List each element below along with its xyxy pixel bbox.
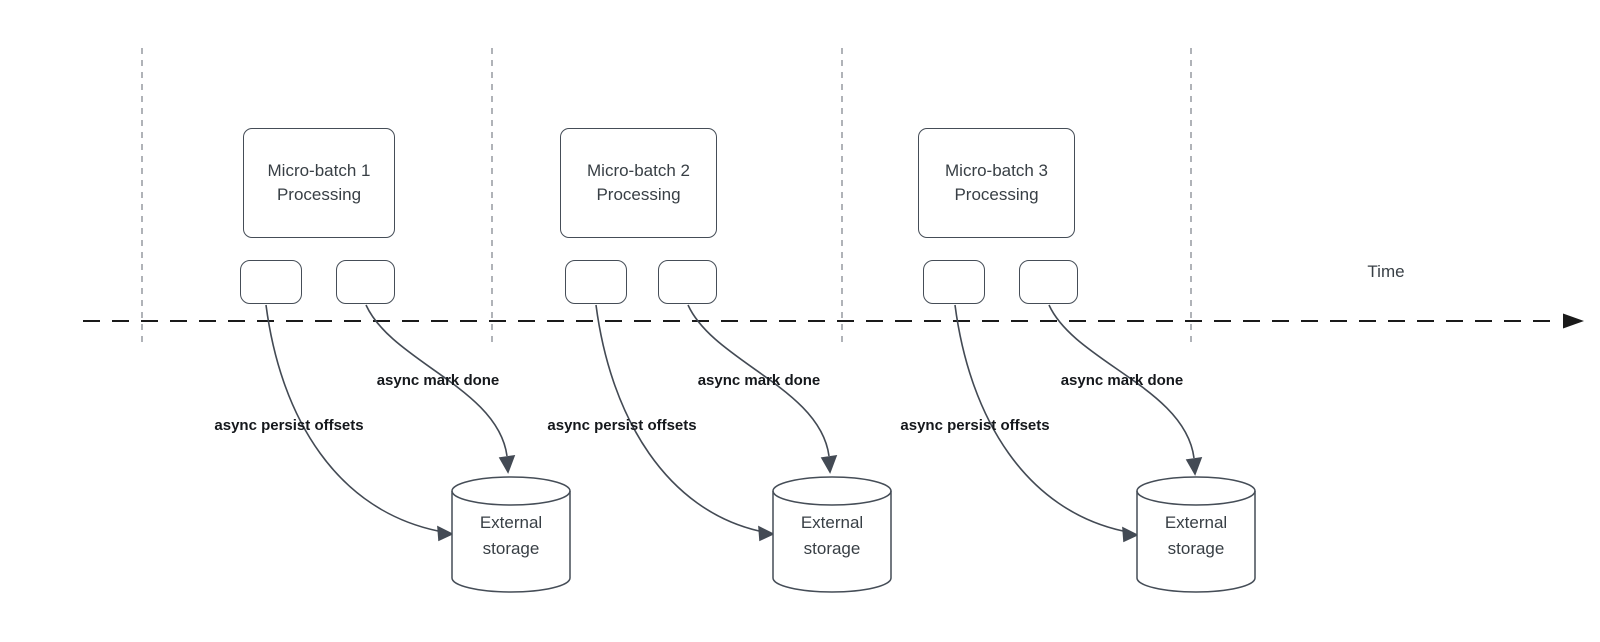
persist-offsets-arrow-3 [954, 304, 1124, 532]
persist-offsets-arrowhead-icon-2 [758, 525, 775, 542]
node-title-line: Processing [276, 185, 362, 204]
mark-done-label-2: async mark done [697, 372, 821, 389]
mark-done-arrowhead-icon-3 [1185, 457, 1203, 476]
persist-offsets-arrowhead-icon-1 [437, 525, 454, 542]
storage-caption-line: External [1164, 513, 1228, 532]
node-title-line: Micro-batch 3 [945, 161, 1048, 180]
external-storage-caption-3: External storage [1137, 510, 1255, 562]
checkpoint-task-box-3a [923, 260, 985, 304]
external-storage-caption-1: External storage [452, 510, 570, 562]
batch-boundary-guides [141, 48, 1192, 343]
storage-caption-line: storage [1167, 539, 1225, 558]
node-title-line: Micro-batch 2 [587, 161, 690, 180]
mark-done-arrow-2 [687, 304, 830, 457]
time-axis-label: Time [1367, 262, 1405, 281]
mark-done-label-1: async mark done [376, 372, 500, 389]
mark-done-arrow-3 [1048, 304, 1195, 459]
micro-batch-1-processing-node: Micro-batch 1 Processing [243, 128, 395, 238]
persist-offsets-label-2: async persist offsets [547, 417, 697, 434]
time-axis-arrowhead-icon [1563, 313, 1584, 329]
node-title-line: Micro-batch 1 [267, 161, 371, 180]
storage-caption-line: storage [803, 539, 861, 558]
persist-offsets-label-3: async persist offsets [900, 417, 1050, 434]
persist-offsets-arrowhead-icon-3 [1122, 526, 1139, 543]
persist-offsets-arrow-1 [265, 304, 439, 532]
mark-done-arrowhead-icon-1 [498, 455, 516, 474]
time-axis [83, 313, 1584, 329]
checkpoint-task-box-2b [658, 260, 717, 304]
node-title-line: Processing [954, 185, 1039, 204]
micro-batch-3-processing-node: Micro-batch 3 Processing [918, 128, 1075, 238]
mark-done-arrow-1 [365, 304, 508, 457]
storage-caption-line: External [479, 513, 543, 532]
external-storage-caption-2: External storage [773, 510, 891, 562]
node-title-line: Processing [596, 185, 681, 204]
mark-done-arrowhead-icon-2 [820, 455, 838, 474]
external-storage-cylinder-1 [451, 476, 571, 593]
storage-cylinders [451, 476, 1256, 593]
persist-offsets-label-1: async persist offsets [214, 417, 364, 434]
checkpoint-task-box-3b [1019, 260, 1078, 304]
async-arrows [265, 304, 1203, 543]
persist-offsets-arrow-2 [595, 304, 760, 532]
checkpoint-task-box-1a [240, 260, 302, 304]
external-storage-cylinder-2 [772, 476, 892, 593]
mark-done-label-3: async mark done [1060, 372, 1184, 389]
checkpoint-task-box-1b [336, 260, 395, 304]
micro-batch-2-processing-node: Micro-batch 2 Processing [560, 128, 717, 238]
external-storage-cylinder-3 [1136, 476, 1256, 593]
storage-caption-line: storage [482, 539, 540, 558]
checkpoint-task-box-2a [565, 260, 627, 304]
storage-caption-line: External [800, 513, 864, 532]
